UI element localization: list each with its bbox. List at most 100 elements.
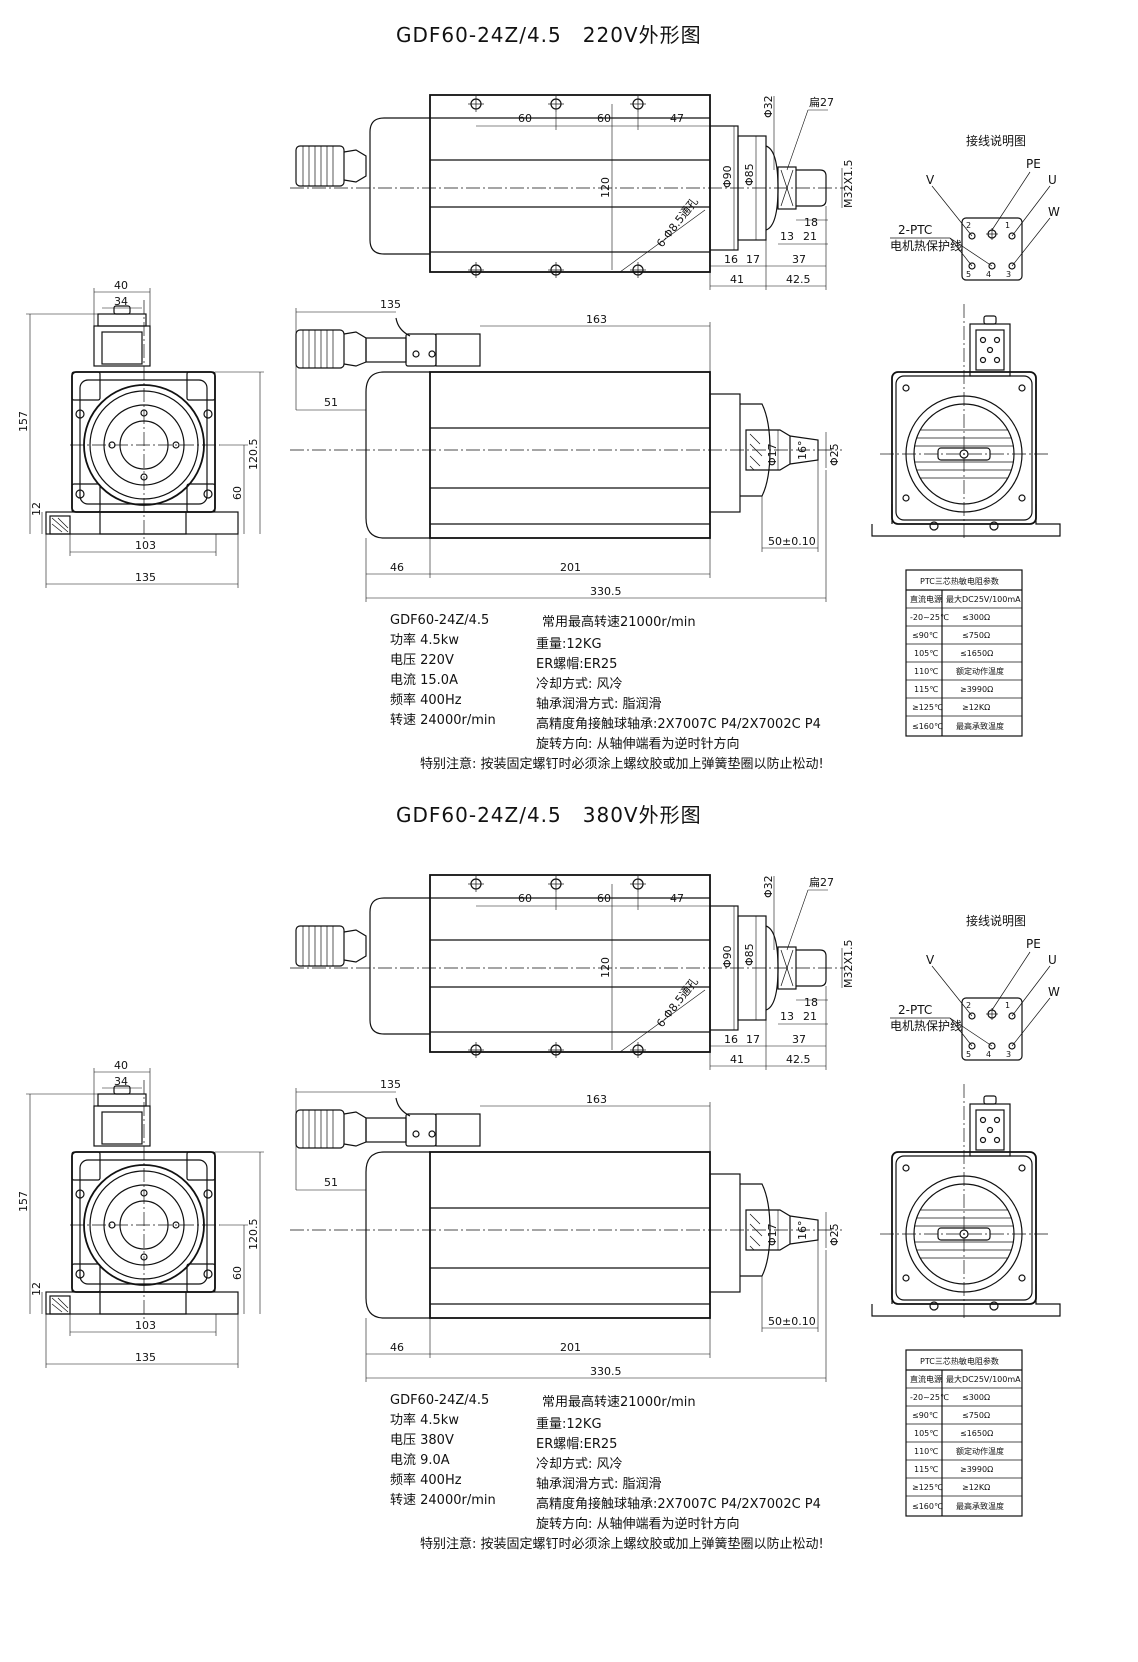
spec-model: GDF60-24Z/4.5 xyxy=(390,1393,489,1408)
dim-a17: 17 xyxy=(746,1033,760,1046)
pin-4: 4 xyxy=(986,1050,991,1059)
wiring-diagram: 接线说明图 2 1 5 4 3 V PE xyxy=(890,133,1060,281)
drawing-title: GDF60-24Z/4.5 220V外形图 xyxy=(396,23,702,47)
dim-a18: 18 xyxy=(804,216,818,229)
dim-a16: 16 xyxy=(724,1033,738,1046)
pin-3: 3 xyxy=(1006,270,1011,279)
main-dimensions: 135 163 51 Φ17 16° Φ25 50±0.10 46 201 xyxy=(295,1078,841,1382)
spec-left-1: 电压 220V xyxy=(390,653,454,668)
ptc-row-1-a: -20~25℃ xyxy=(910,613,949,622)
dim-thread: M32X1.5 xyxy=(842,939,855,988)
ptc-row-7-a: ≤160℃ xyxy=(912,722,943,731)
spec-right-6: 旋转方向: 从轴伸端看为逆时针方向 xyxy=(536,1516,740,1532)
dim-d32: Φ32 xyxy=(762,875,775,898)
dim-p1: 60 xyxy=(518,112,532,125)
dim-a18: 18 xyxy=(804,996,818,1009)
ptc-row-6-b: ≥12KΩ xyxy=(962,1483,990,1492)
dim-len46: 46 xyxy=(390,1341,404,1354)
pin-5: 5 xyxy=(966,270,971,279)
ptc-row-7-b: 最高承致温度 xyxy=(956,721,1004,731)
dim-p2: 60 xyxy=(597,112,611,125)
dim-p3: 47 xyxy=(670,892,684,905)
dim-tol: 50±0.10 xyxy=(768,535,816,548)
dim-h1205: 120.5 xyxy=(247,439,260,471)
main-view: 135 163 51 Φ17 16° Φ25 50±0.10 46 201 xyxy=(290,298,842,602)
dim-thread: M32X1.5 xyxy=(842,159,855,208)
dim-w103: 103 xyxy=(135,1319,156,1332)
dim-d17: Φ17 xyxy=(766,443,779,466)
dim-d85: Φ85 xyxy=(743,943,756,966)
spec-right-1: 重量:12KG xyxy=(536,636,602,652)
pin-1: 1 xyxy=(1005,1001,1010,1010)
dim-d32: Φ32 xyxy=(762,95,775,118)
ptc-row-0-b: 最大DC25V/100mA xyxy=(946,594,1021,604)
ptc-row-3-b: ≤1650Ω xyxy=(960,1429,993,1438)
ptc-row-1-b: ≤300Ω xyxy=(962,1393,990,1402)
spec-left-2: 电流 9.0A xyxy=(390,1453,450,1468)
label-w: W xyxy=(1048,985,1060,999)
dim-a16: 16 xyxy=(724,253,738,266)
spec-left-0: 功率 4.5kw xyxy=(390,632,459,648)
side-dimensions: 60 60 47 120 6-Φ8.5通孔 Φ90 Φ85 Φ32 扁27 xyxy=(476,875,855,1070)
wiring-title: 接线说明图 xyxy=(966,913,1026,928)
spec-left-3: 频率 400Hz xyxy=(390,1472,462,1488)
ptc-row-3-a: 105℃ xyxy=(914,1429,938,1438)
mounting-holes xyxy=(468,876,646,1058)
ptc-row-3-a: 105℃ xyxy=(914,649,938,658)
dim-holes: 6-Φ8.5通孔 xyxy=(654,195,701,250)
wiring-diagram: 接线说明图 2 1 5 4 3 V PE xyxy=(890,913,1060,1061)
dim-p2: 60 xyxy=(597,892,611,905)
label-pe: PE xyxy=(1026,157,1041,171)
spec-left-4: 转速 24000r/min xyxy=(390,713,496,728)
dim-h1205: 120.5 xyxy=(247,1219,260,1251)
label-ptc-desc: 电机热保护线 xyxy=(890,239,962,253)
label-ptc: 2-PTC xyxy=(898,223,932,237)
main-view: 135 163 51 Φ17 16° Φ25 50±0.10 46 201 xyxy=(290,1078,842,1382)
ptc-row-5-b: ≥3990Ω xyxy=(960,1465,993,1474)
dim-len163: 163 xyxy=(586,1093,607,1106)
label-u: U xyxy=(1048,173,1057,187)
spec-right-3: 冷却方式: 风冷 xyxy=(536,676,623,692)
dim-a42: 42.5 xyxy=(786,1053,811,1066)
dim-a41: 41 xyxy=(730,273,744,286)
drawing-body: 60 60 47 120 6-Φ8.5通孔 Φ90 Φ85 Φ32 扁27 xyxy=(17,874,1061,1552)
spec-note: 特别注意: 按装固定螺钉时必须涂上螺纹胶或加上弹簧垫圈以防止松动! xyxy=(420,756,824,772)
label-ptc-desc: 电机热保护线 xyxy=(890,1019,962,1033)
side-dimensions: 60 60 47 120 6-Φ8.5通孔 Φ90 Φ85 Φ32 扁27 xyxy=(476,95,855,290)
dim-w34: 34 xyxy=(114,1075,128,1088)
ptc-table-title: PTC三芯热敏电阻参数 xyxy=(920,1356,999,1366)
dim-len330: 330.5 xyxy=(590,1365,622,1378)
dim-h157: 157 xyxy=(17,1191,30,1212)
dim-flat: 扁27 xyxy=(809,96,834,109)
dim-a13: 13 xyxy=(780,1010,794,1023)
specs: GDF60-24Z/4.5 功率 4.5kw 电压 380V 电流 9.0A 频… xyxy=(390,1393,824,1552)
dim-a17: 17 xyxy=(746,253,760,266)
pin-2: 2 xyxy=(966,1001,971,1010)
ptc-row-5-b: ≥3990Ω xyxy=(960,685,993,694)
ptc-table-title: PTC三芯热敏电阻参数 xyxy=(920,576,999,586)
ptc-row-2-a: ≤90℃ xyxy=(912,1411,938,1420)
dim-len201: 201 xyxy=(560,1341,581,1354)
dim-len46: 46 xyxy=(390,561,404,574)
dim-a42: 42.5 xyxy=(786,273,811,286)
label-ptc: 2-PTC xyxy=(898,1003,932,1017)
dim-tol: 50±0.10 xyxy=(768,1315,816,1328)
ptc-row-0-b: 最大DC25V/100mA xyxy=(946,1374,1021,1384)
dim-len135: 135 xyxy=(380,1078,401,1091)
rear-view xyxy=(871,1084,1061,1320)
front-dimensions: 40 34 157 120.5 60 12 103 135 xyxy=(17,279,264,588)
dim-w40: 40 xyxy=(114,279,128,292)
dim-h12: 12 xyxy=(30,1282,43,1296)
spec-right-1: 重量:12KG xyxy=(536,1416,602,1432)
front-view: 40 34 157 120.5 60 12 103 135 xyxy=(17,1059,264,1368)
dim-d90: Φ90 xyxy=(721,945,734,968)
dim-ang16: 16° xyxy=(796,441,809,461)
spec-right-2: ER螺帽:ER25 xyxy=(536,1436,617,1452)
ptc-row-2-a: ≤90℃ xyxy=(912,631,938,640)
dim-h157: 157 xyxy=(17,411,30,432)
front-view: 40 34 157 120.5 60 12 103 135 xyxy=(17,279,264,588)
dim-holes: 6-Φ8.5通孔 xyxy=(654,975,701,1030)
dim-flat: 扁27 xyxy=(809,876,834,889)
pin-4: 4 xyxy=(986,270,991,279)
spec-left-1: 电压 380V xyxy=(390,1433,454,1448)
